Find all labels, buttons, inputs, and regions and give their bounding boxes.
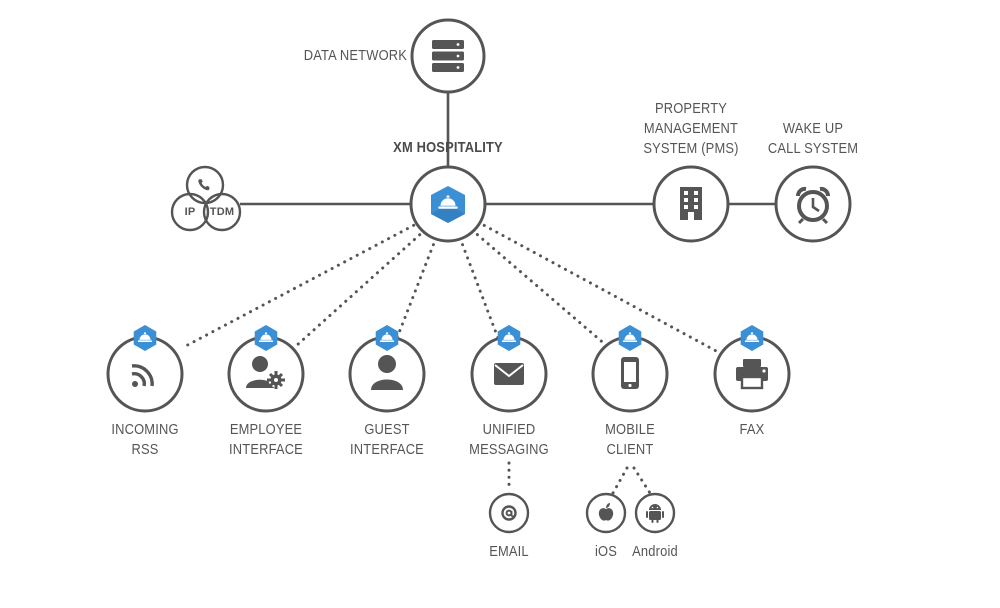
- email-node: [488, 492, 530, 534]
- label-guest-line1: GUEST: [364, 421, 410, 438]
- label-ios: iOS: [594, 543, 618, 560]
- server-icon: [432, 40, 464, 72]
- badge-fax-bell-icon: [740, 325, 764, 351]
- link-mobile: [470, 228, 609, 348]
- label-pms-line2: MANAGEMENT: [643, 120, 739, 137]
- alarm-clock-icon: [795, 186, 831, 225]
- label-tdm: TDM: [209, 206, 235, 218]
- guest-person-icon: [371, 355, 403, 390]
- link-android: [632, 466, 652, 495]
- badge-group: [133, 325, 764, 351]
- label-wakeup-line2: CALL SYSTEM: [767, 140, 859, 157]
- label-employee-line1: EMPLOYEE: [229, 421, 303, 438]
- label-unified-line2: MESSAGING: [469, 441, 549, 458]
- label-employee-line2: INTERFACE: [229, 441, 303, 458]
- link-employee: [294, 228, 427, 348]
- printer-icon: [736, 359, 768, 390]
- apple-icon: [598, 503, 614, 521]
- hospitality-bell-icon: [431, 186, 465, 223]
- label-rss-line1: INCOMING: [111, 421, 179, 438]
- badge-unified-bell-icon: [497, 325, 521, 351]
- envelope-icon: [494, 363, 524, 385]
- link-ios: [611, 466, 629, 495]
- label-email: EMAIL: [489, 543, 529, 560]
- label-mobile-line2: CLIENT: [606, 441, 654, 458]
- label-xm-hospitality: XM HOSPITALITY: [393, 139, 503, 156]
- phone-icon: [198, 179, 210, 191]
- badge-employee-bell-icon: [254, 325, 278, 351]
- at-sign-icon: [501, 505, 517, 521]
- ip-tdm-venn: [170, 165, 242, 232]
- rss-icon: [131, 364, 154, 387]
- label-fax: FAX: [739, 421, 765, 438]
- badge-guest-bell-icon: [375, 325, 399, 351]
- building-icon: [680, 187, 702, 220]
- label-rss-line2: RSS: [131, 441, 159, 458]
- link-guest: [395, 236, 438, 340]
- link-unified: [458, 236, 500, 340]
- label-ip: IP: [184, 206, 196, 218]
- label-unified-line1: UNIFIED: [482, 421, 536, 438]
- label-pms-line3: SYSTEM (PMS): [643, 140, 739, 157]
- label-android: Android: [632, 543, 678, 560]
- badge-rss-bell-icon: [133, 325, 157, 351]
- label-pms-line1: PROPERTY: [654, 100, 728, 117]
- label-wakeup-line1: WAKE UP: [782, 120, 844, 137]
- employee-gear-icon: [246, 356, 285, 389]
- link-rss: [180, 220, 422, 350]
- badge-mobile-bell-icon: [618, 325, 642, 351]
- mobile-phone-icon: [621, 357, 639, 389]
- label-guest-line2: INTERFACE: [350, 441, 424, 458]
- link-fax: [476, 220, 720, 354]
- label-mobile-line1: MOBILE: [605, 421, 655, 438]
- label-data-network: DATA NETWORK: [303, 47, 408, 64]
- android-icon: [646, 504, 664, 523]
